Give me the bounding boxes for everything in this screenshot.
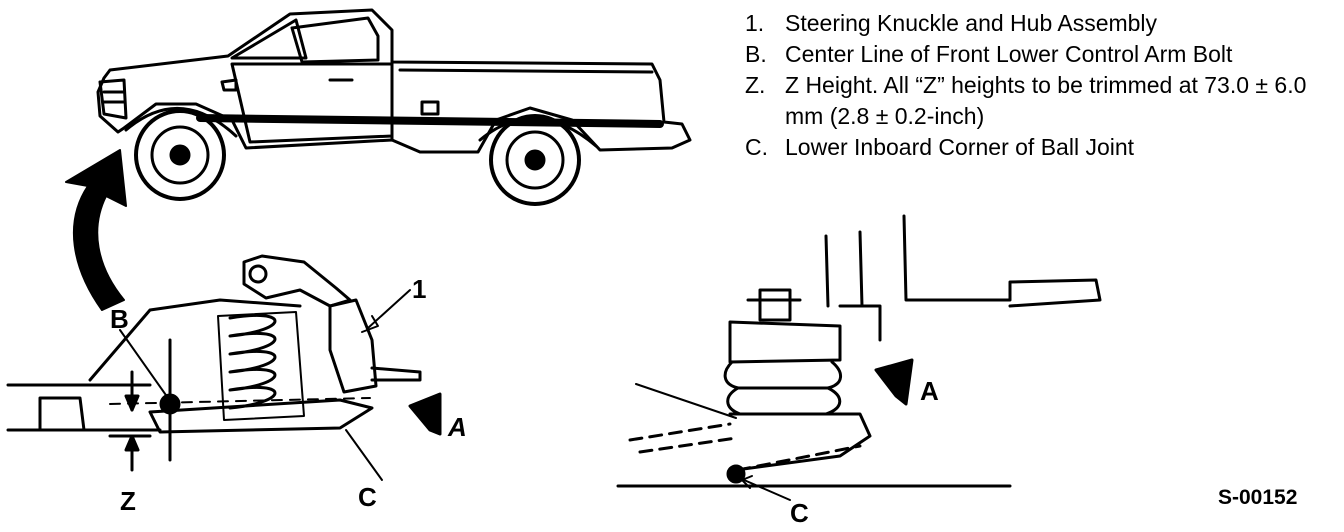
ball-joint-detail-illustration [616, 214, 1102, 501]
legend-key: 1. [745, 10, 765, 36]
front-suspension-illustration [6, 254, 442, 481]
legend-text: Lower Inboard Corner of Ball Joint [785, 134, 1135, 160]
callout-z: Z [120, 486, 136, 516]
callout-1: 1 [412, 274, 427, 304]
legend-text: Z Height. All “Z” heights to be trimmed … [785, 72, 1307, 129]
legend-key: C. [745, 134, 768, 160]
legend-text: Center Line of Front Lower Control Arm B… [785, 41, 1233, 67]
legend-text: Steering Knuckle and Hub Assembly [785, 10, 1158, 36]
figure-id: S-00152 [1218, 486, 1298, 509]
legend: 1. Steering Knuckle and Hub Assembly B. … [745, 8, 1340, 163]
callout-a-left: A [448, 412, 467, 442]
legend-item: 1. Steering Knuckle and Hub Assembly [745, 8, 1340, 39]
callout-b: B [110, 304, 129, 334]
legend-key: Z. [745, 72, 766, 98]
curved-arrow-icon [65, 149, 127, 311]
callout-a-right: A [920, 376, 939, 406]
callout-c-left: C [358, 482, 377, 512]
callout-c-right: C [790, 498, 809, 528]
legend-item: B. Center Line of Front Lower Control Ar… [745, 39, 1340, 70]
legend-item: C. Lower Inboard Corner of Ball Joint [745, 132, 1340, 163]
legend-key: B. [745, 41, 767, 67]
pickup-truck-illustration [96, 8, 692, 206]
legend-item: Z. Z Height. All “Z” heights to be trimm… [745, 70, 1340, 132]
